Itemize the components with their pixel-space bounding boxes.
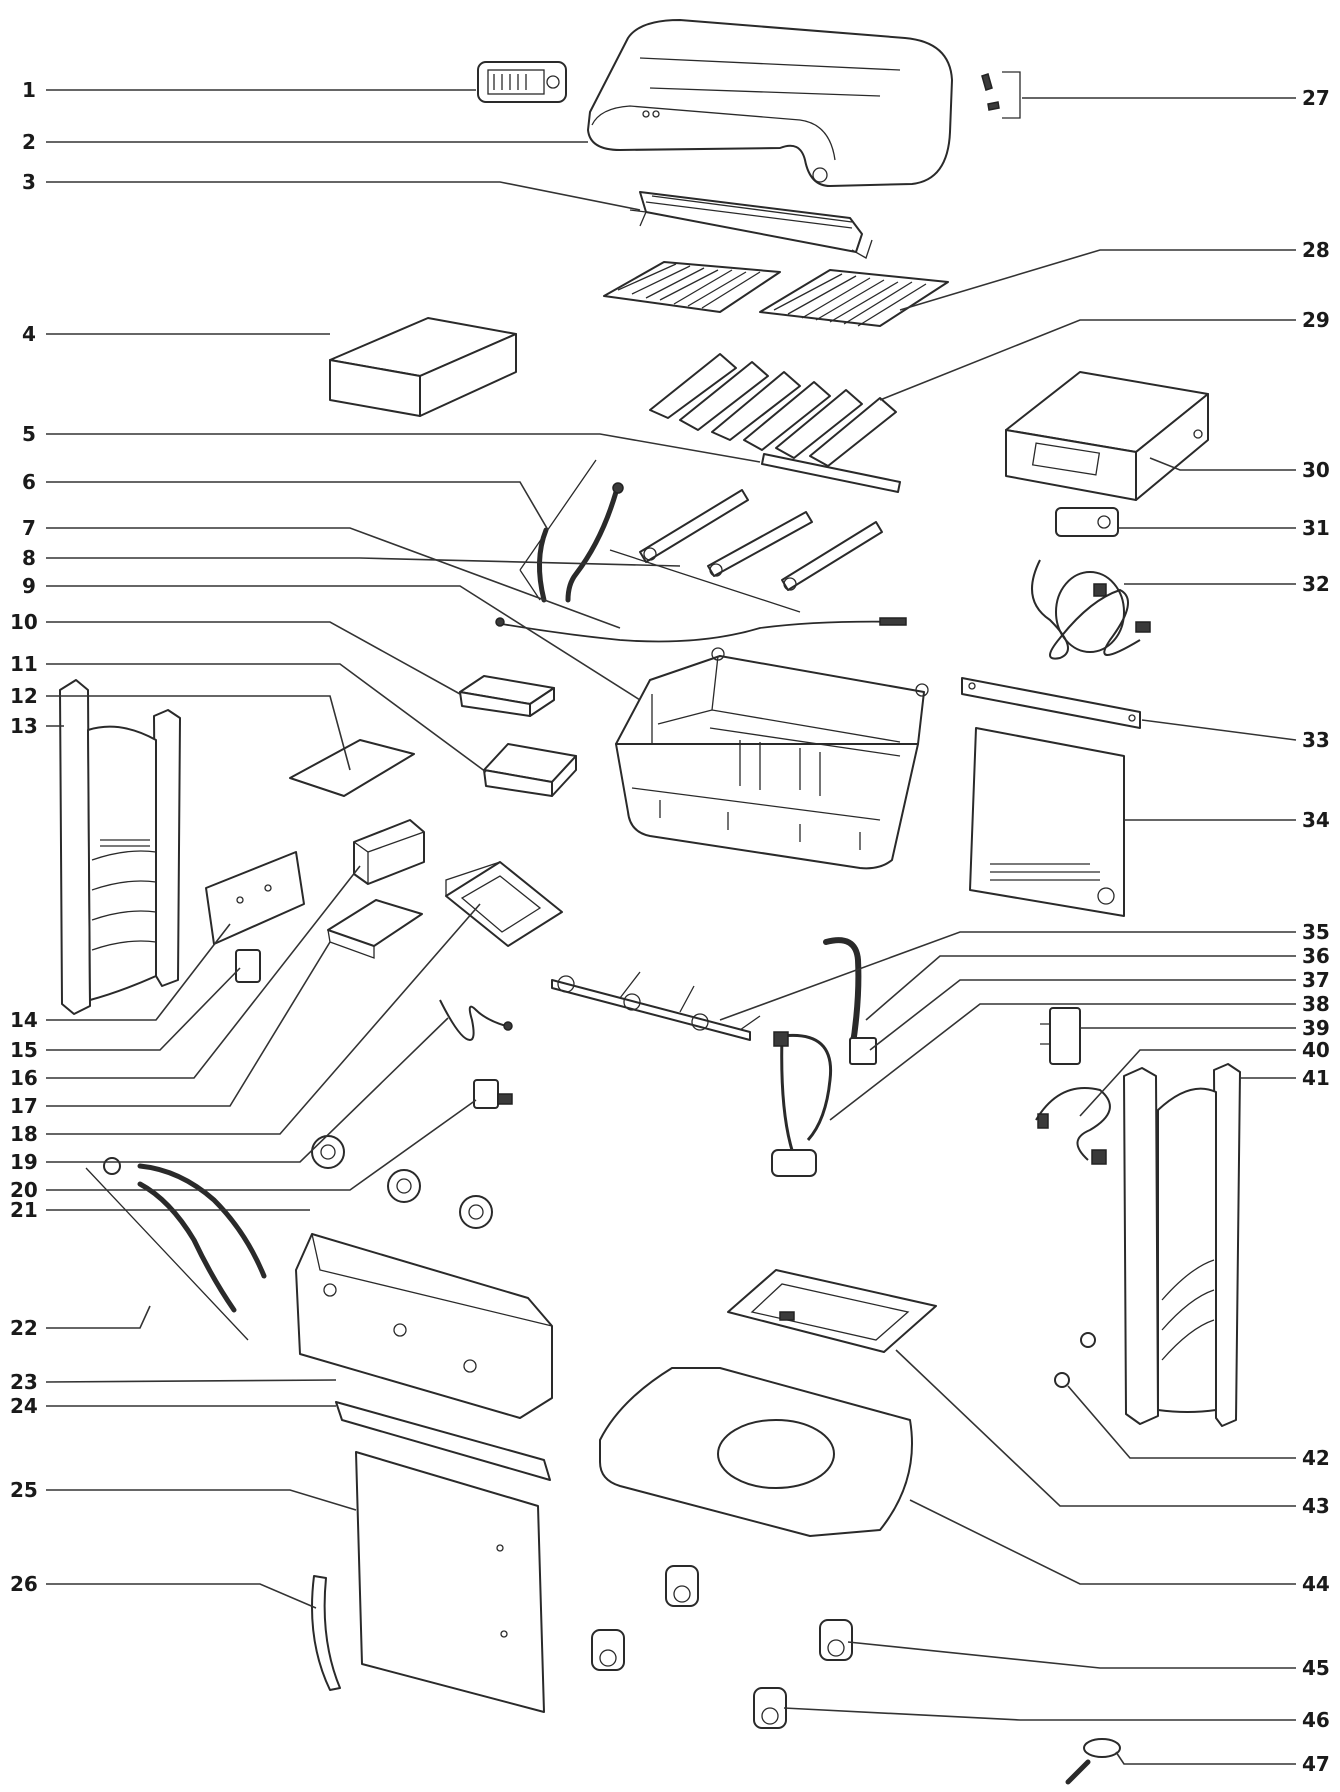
part-22-tube-set: [85, 1157, 267, 1341]
part-2-lid: [587, 19, 953, 187]
part-46-caster: [753, 1687, 787, 1729]
callout-15: 15: [10, 1038, 38, 1062]
part-36-hose: [823, 937, 862, 1053]
leader-lines: [45, 89, 1297, 1765]
callout-18: 18: [10, 1122, 38, 1146]
part-32-wire-harness: [1031, 559, 1151, 660]
callout-19: 19: [10, 1150, 38, 1174]
callout-11: 11: [10, 652, 38, 676]
callout-37: 37: [1302, 968, 1330, 992]
callout-46: 46: [1302, 1708, 1330, 1732]
callout-45: 45: [1302, 1656, 1330, 1680]
callout-23: 23: [10, 1370, 38, 1394]
part-16-battery-box: [353, 819, 425, 885]
part-6-tubes: [519, 459, 624, 603]
part-37-bracket: [849, 1037, 877, 1065]
part-35-manifold: [551, 971, 761, 1041]
callout-13: 13: [10, 714, 38, 738]
callout-16: 16: [10, 1066, 38, 1090]
callout-20: 20: [10, 1178, 38, 1202]
part-10-drip-tray: [459, 675, 555, 717]
callout-47: 47: [1302, 1752, 1330, 1776]
part-7-ignition-wire: [495, 617, 907, 643]
part-1-display-badge: [477, 61, 567, 103]
callout-21: 21: [10, 1198, 38, 1222]
part-17-shelf-bracket: [327, 899, 423, 959]
callout-24: 24: [10, 1394, 38, 1418]
right-callout-numbers: 27 28 29 30 31 32 33 34 35 36 37 38 39 4…: [1302, 86, 1330, 1776]
callout-2: 2: [22, 130, 36, 154]
callout-29: 29: [1302, 308, 1330, 332]
part-3-warming-rack: [629, 191, 873, 259]
left-callout-numbers: 1 2 3 4 5 6 7 8 9 10 11 12 13 14 15 16 1…: [10, 78, 38, 1596]
callout-35: 35: [1302, 920, 1330, 944]
callout-44: 44: [1302, 1572, 1330, 1596]
part-13-left-frame: [59, 679, 181, 1015]
part-5-crossover-bar: [761, 453, 901, 493]
callout-39: 39: [1302, 1016, 1330, 1040]
part-47-tool: [1065, 1738, 1121, 1785]
callout-8: 8: [22, 546, 36, 570]
part-43-grease-tray: [727, 1269, 937, 1353]
part-11-catch-pan: [483, 743, 577, 797]
part-8-burner-tubes: [609, 489, 883, 613]
part-40-wire: [1035, 1087, 1111, 1165]
callout-3: 3: [22, 170, 36, 194]
part-44-bottom-shelf: [599, 1367, 913, 1537]
part-28-cooking-grates: [603, 261, 949, 327]
callout-32: 32: [1302, 572, 1330, 596]
part-21-knobs: [311, 1135, 493, 1229]
part-24-rail: [335, 1401, 551, 1481]
callout-1: 1: [22, 78, 36, 102]
part-26-handle: [311, 1575, 341, 1691]
part-27-screws: [981, 71, 1021, 119]
callout-43: 43: [1302, 1494, 1330, 1518]
callout-33: 33: [1302, 728, 1330, 752]
part-25-door: [355, 1451, 545, 1713]
callout-34: 34: [1302, 808, 1330, 832]
callout-5: 5: [22, 422, 36, 446]
callout-42: 42: [1302, 1446, 1330, 1470]
callout-12: 12: [10, 684, 38, 708]
part-12-plate: [289, 739, 415, 797]
part-41-right-frame: [1123, 1063, 1241, 1427]
callout-14: 14: [10, 1008, 38, 1032]
callout-27: 27: [1302, 86, 1330, 110]
callout-40: 40: [1302, 1038, 1330, 1062]
callout-4: 4: [22, 322, 36, 346]
part-14-bracket-panel: [205, 851, 305, 945]
callout-36: 36: [1302, 944, 1330, 968]
callout-41: 41: [1302, 1066, 1330, 1090]
part-30-storage-box: [1005, 371, 1209, 501]
callout-25: 25: [10, 1478, 38, 1502]
callout-26: 26: [10, 1572, 38, 1596]
callout-30: 30: [1302, 458, 1330, 482]
part-20-valve: [473, 1079, 513, 1109]
part-29-flavorizer-bars: [649, 353, 897, 467]
part-15-igniter-module: [235, 949, 261, 983]
callout-10: 10: [10, 610, 38, 634]
part-18-tray-bracket: [445, 861, 563, 947]
part-9-cookbox: [615, 647, 929, 870]
callout-17: 17: [10, 1094, 38, 1118]
part-23-control-panel: [295, 1233, 553, 1419]
callout-7: 7: [22, 516, 36, 540]
part-45-casters: [591, 1565, 853, 1671]
callout-28: 28: [1302, 238, 1330, 262]
part-39-igniter: [1040, 1007, 1081, 1065]
callout-31: 31: [1302, 516, 1330, 540]
callout-22: 22: [10, 1316, 38, 1340]
part-19-igniter-wire: [439, 999, 513, 1042]
part-31-module: [1055, 507, 1119, 537]
part-33-rail: [961, 677, 1141, 729]
part-38-regulator: [771, 1031, 833, 1177]
callout-38: 38: [1302, 992, 1330, 1016]
callout-6: 6: [22, 470, 36, 494]
part-34-back-panel: [969, 727, 1125, 917]
part-42-small-fittings: [1054, 1332, 1096, 1388]
part-4-storage-box: [329, 317, 517, 417]
callout-9: 9: [22, 574, 36, 598]
